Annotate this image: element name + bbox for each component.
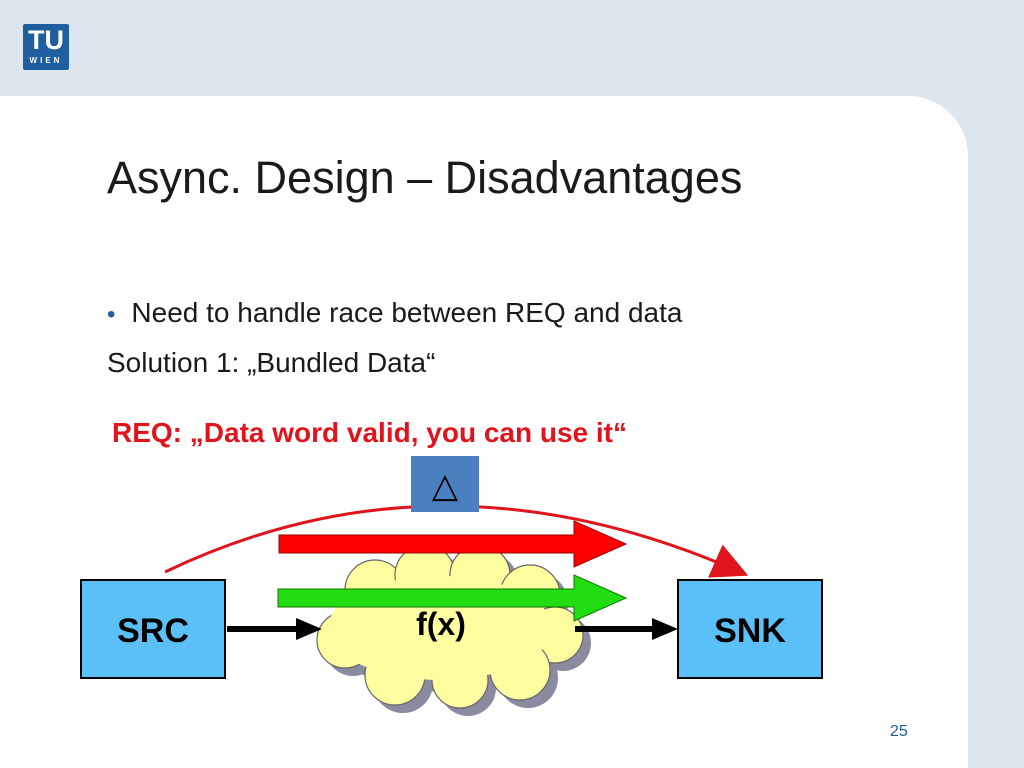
req-block-arrow (278, 520, 628, 568)
tu-wien-logo: TU WIEN (23, 24, 69, 70)
req-label: REQ: „Data word valid, you can use it“ (112, 417, 627, 448)
bullet-text: Need to handle race between REQ and data (131, 297, 683, 328)
logo-tu-text: TU (28, 25, 64, 55)
src-to-function-arrowhead (296, 618, 322, 640)
sink-label: SNK (714, 612, 786, 650)
delay-element (411, 456, 479, 512)
bullet-dot-icon: • (107, 301, 116, 328)
slide-title: Async. Design – Disadvantages (107, 152, 743, 203)
logo-wien-text: WIEN (29, 56, 63, 65)
data-block-arrow (277, 574, 628, 622)
function-label: f(x) (416, 606, 466, 642)
solution-text: Solution 1: „Bundled Data“ (107, 347, 436, 378)
bullet-item: • Need to handle race between REQ and dat… (107, 297, 682, 329)
sink-box (677, 579, 823, 679)
source-label: SRC (117, 612, 189, 650)
source-box (80, 579, 226, 679)
page-number: 25 (890, 723, 908, 740)
delay-symbol-icon: △ (432, 466, 459, 506)
function-to-snk-arrowhead (652, 618, 678, 640)
